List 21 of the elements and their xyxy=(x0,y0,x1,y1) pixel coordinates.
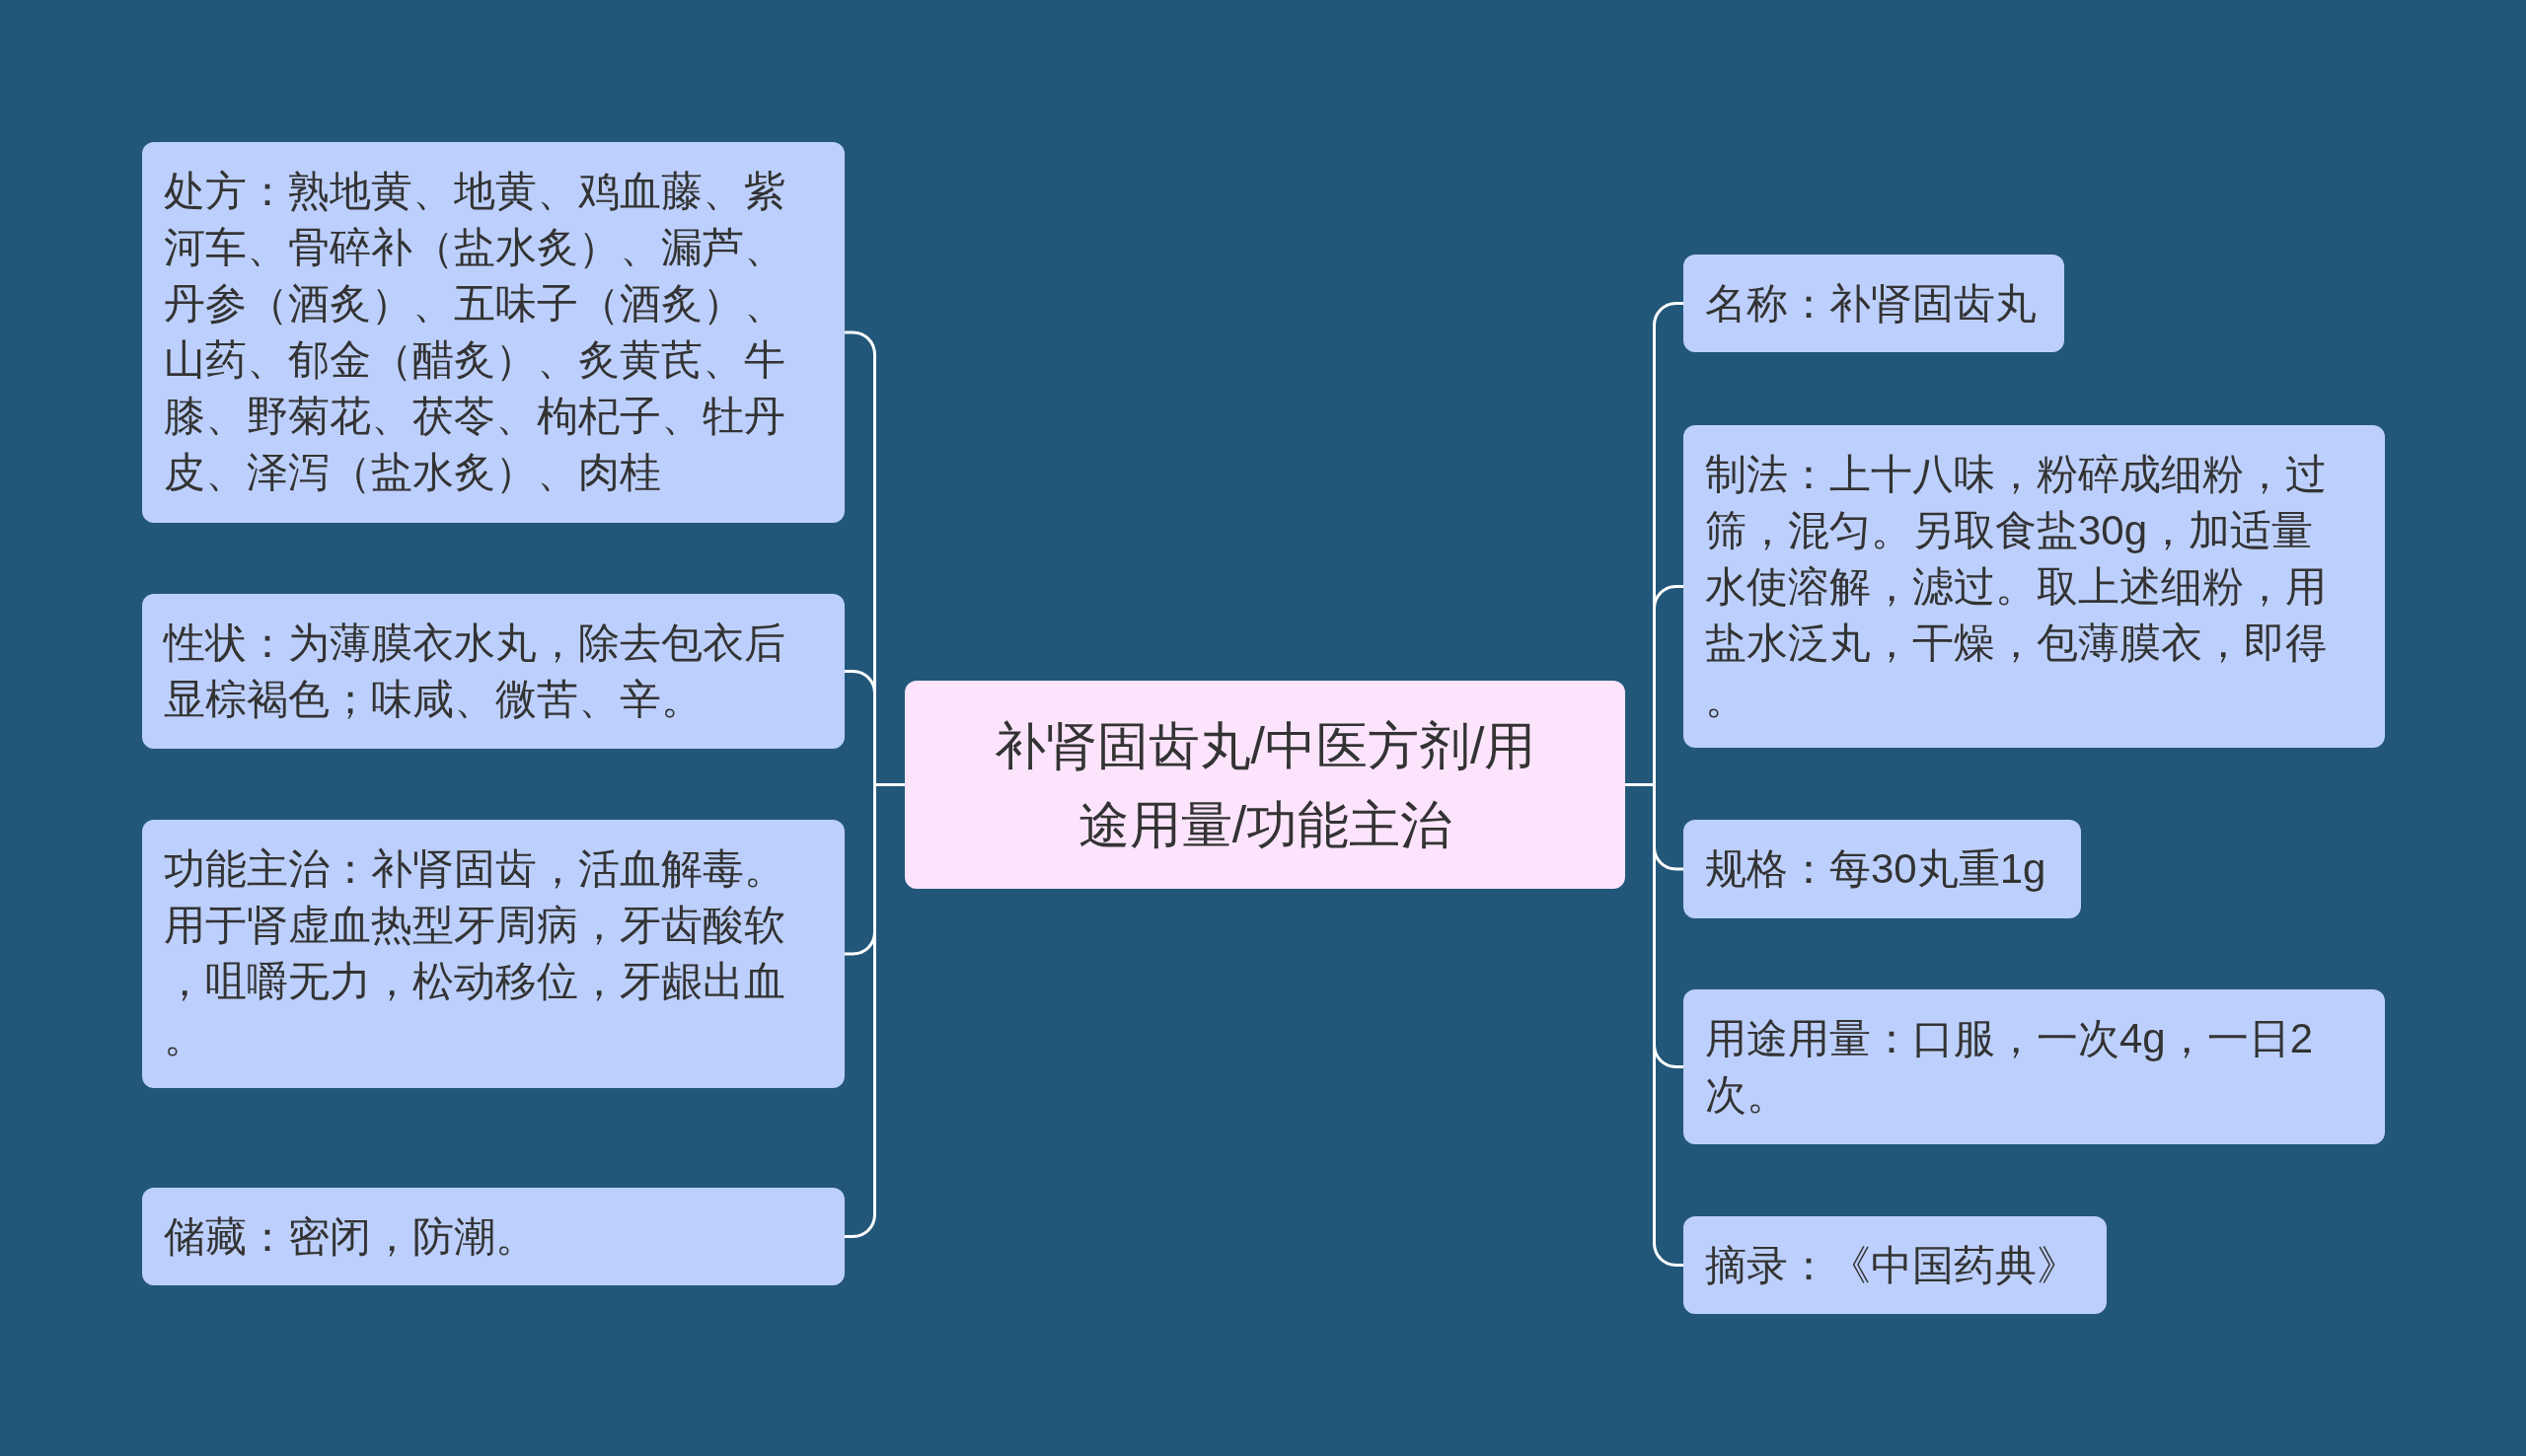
topic-text: 补肾固齿丸/中医方剂/用途用量/功能主治 xyxy=(993,715,1537,855)
subtopic-text: 性状：为薄膜衣水丸，除去包衣后显棕褐色；味咸、微苦、辛。 xyxy=(164,619,786,724)
subtopic-text: 储藏：密闭，防潮。 xyxy=(164,1212,538,1262)
central-topic-box xyxy=(905,681,1625,889)
subtopic-box xyxy=(142,142,845,523)
subtopic-text: 规格：每30丸重1g xyxy=(1705,844,2047,894)
subtopic-box xyxy=(1683,425,2385,748)
subtopic-box xyxy=(1683,820,2081,918)
subtopic-text: 用途用量：口服，一次4g，一日2次。 xyxy=(1705,1014,2315,1120)
subtopic-text: 摘录：《中国药典》 xyxy=(1705,1241,2079,1290)
subtopic-box xyxy=(142,1188,845,1285)
subtopic-box xyxy=(142,594,845,749)
subtopic-text: 名称：补肾固齿丸 xyxy=(1705,279,2038,328)
subtopic-box xyxy=(142,820,845,1088)
subtopic-text: 制法：上十八味，粉碎成细粉，过筛，混匀。另取食盐30g，加适量水使溶解，滤过。取上述细粉，用盐水泛丸，干燥，包薄膜衣，即得。 xyxy=(1705,450,2328,724)
subtopic-box xyxy=(1683,1216,2107,1314)
subtopic-text: 功能主治：补肾固齿，活血解毒。用于肾虚血热型牙周病，牙齿酸软，咀嚼无力，松动移位，牙龈出血。 xyxy=(164,844,786,1062)
subtopic-box xyxy=(1683,989,2385,1144)
subtopic-text: 处方：熟地黄、地黄、鸡血藤、紫河车、骨碎补（盐水炙）、漏芦、丹参（酒炙）、五味子（酒炙）、山药、郁金（醋炙）、炙黄芪、牛膝、野菊花、茯苓、枸杞子、牡丹皮、泽泻（盐水炙）、肉桂 xyxy=(164,167,786,497)
connector-line xyxy=(845,783,905,1238)
subtopic-box xyxy=(1683,255,2064,352)
